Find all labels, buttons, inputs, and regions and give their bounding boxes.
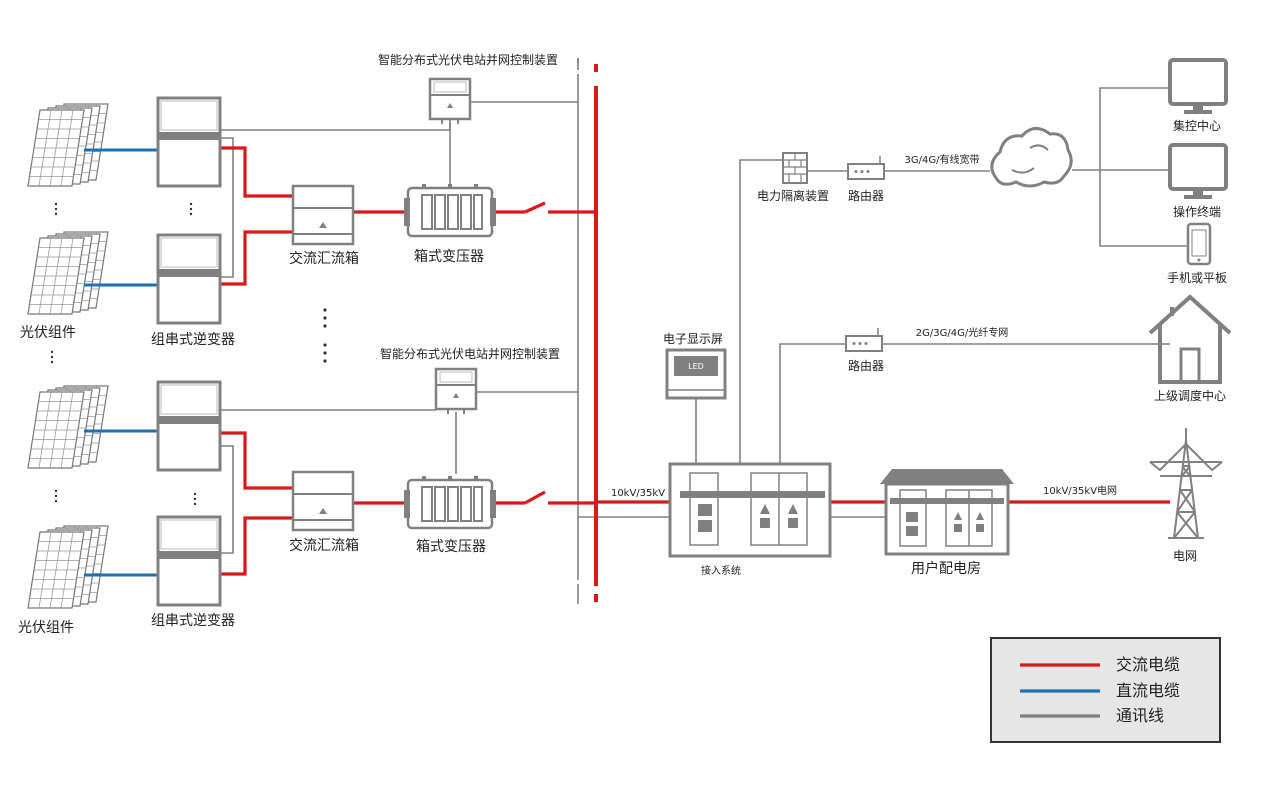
- inverter-2-label: 组串式逆变器: [151, 613, 235, 629]
- router-1-label: 路由器: [848, 188, 884, 203]
- operator-terminal-monitor-icon: [1168, 143, 1228, 201]
- controller-2-label: 智能分布式光伏电站并网控制装置: [380, 346, 560, 361]
- ac-cables: [220, 146, 1170, 576]
- led-screen-text: LED: [688, 362, 704, 371]
- router-2-label: 路由器: [848, 358, 884, 373]
- legend-dc-label: 直流电缆: [1116, 681, 1180, 700]
- access-system-label: 接入系统: [701, 564, 741, 577]
- legend: 交流电缆 直流电缆 通讯线: [990, 637, 1221, 743]
- legend-comm-label: 通讯线: [1116, 706, 1164, 725]
- transformer-2: [402, 474, 498, 530]
- comm-lines: [218, 58, 1188, 604]
- pv-module-group-1b: [28, 232, 108, 314]
- inverter-1a: [156, 96, 222, 188]
- router-icon-1: [847, 155, 885, 180]
- led-screen: [665, 348, 727, 400]
- controller-device-2: [434, 367, 478, 416]
- operator-terminal-label: 操作终端: [1173, 204, 1221, 219]
- grid-label: 电网: [1173, 549, 1197, 563]
- transformer-2-label: 箱式变压器: [416, 539, 486, 555]
- legend-ac-label: 交流电缆: [1116, 655, 1180, 674]
- controller-device-1: [428, 77, 472, 126]
- inverter-2b: [156, 515, 222, 607]
- combiner-2-label: 交流汇流箱: [289, 537, 359, 554]
- access-system-cabinet: [668, 462, 832, 558]
- combiner-box-1: [291, 184, 355, 246]
- user-room-label: 用户配电房: [911, 560, 981, 577]
- controller-1-label: 智能分布式光伏电站并网控制装置: [378, 52, 558, 67]
- ellipsis-dots: [50, 202, 327, 506]
- isolation-device-icon: [782, 152, 808, 184]
- pv-module-1-label: 光伏组件: [20, 325, 76, 341]
- control-center-monitor-icon: [1168, 58, 1228, 116]
- pv-module-group-2b: [28, 526, 108, 608]
- combiner-1-label: 交流汇流箱: [289, 250, 359, 267]
- router-icon-2: [845, 327, 883, 352]
- mobile-phone-icon: [1186, 222, 1212, 266]
- combiner-box-2: [291, 470, 355, 532]
- inverter-1b: [156, 233, 222, 325]
- dispatch-center-label: 上级调度中心: [1154, 388, 1226, 403]
- mobile-label: 手机或平板: [1167, 271, 1227, 285]
- pv-module-group-1a: [28, 104, 108, 186]
- grid-voltage-label: 10kV/35kV电网: [1043, 484, 1117, 497]
- control-center-label: 集控中心: [1173, 118, 1221, 133]
- cloud-icon: [990, 127, 1073, 188]
- dispatch-center-house-icon: [1148, 294, 1232, 384]
- pv-module-2-label: 光伏组件: [18, 620, 74, 636]
- network-1-label: 3G/4G/有线宽带: [905, 153, 980, 166]
- pv-module-group-2a: [28, 386, 108, 468]
- transformer-1-label: 箱式变压器: [414, 249, 484, 265]
- grid-tower-icon: [1149, 428, 1223, 539]
- network-2-label: 2G/3G/4G/光纤专网: [916, 326, 1008, 339]
- transformer-1: [402, 182, 498, 238]
- inverter-2a: [156, 380, 222, 472]
- dc-cables: [84, 148, 160, 577]
- voltage-bus-label: 10kV/35kV: [611, 488, 665, 499]
- inverter-1-label: 组串式逆变器: [151, 332, 235, 348]
- isolation-device-label: 电力隔离装置: [757, 188, 829, 203]
- user-distribution-room: [880, 469, 1014, 556]
- led-screen-label: 电子显示屏: [663, 332, 723, 346]
